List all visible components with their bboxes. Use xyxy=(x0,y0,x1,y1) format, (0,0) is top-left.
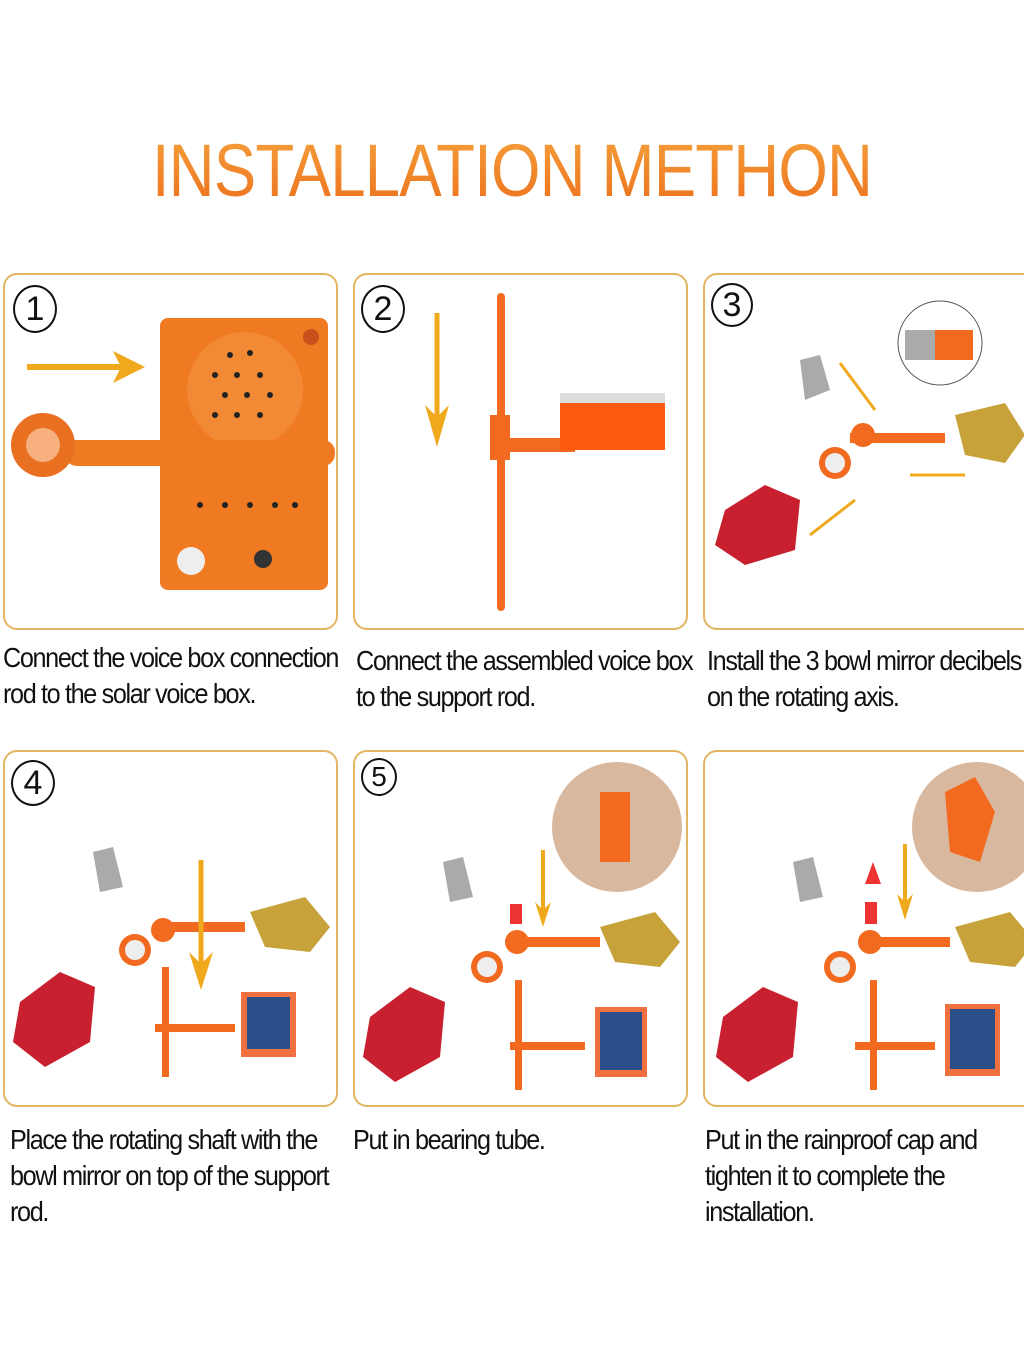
mirror-assembly-illustration xyxy=(715,300,1024,565)
step-number-badge: 1 xyxy=(13,285,57,333)
shaft-placement-illustration xyxy=(13,847,330,1077)
step-5-caption: Put in bearing tube. xyxy=(353,1122,546,1158)
page-title: INSTALLATION METHON xyxy=(72,128,953,213)
rainproof-cap-illustration xyxy=(716,762,1024,1090)
step-4-panel: 4 xyxy=(3,750,338,1107)
caption-line: Put in bearing tube. xyxy=(353,1124,546,1155)
step-5-panel: 5 xyxy=(353,750,688,1107)
caption-line: tighten it to complete the xyxy=(705,1160,946,1191)
step-1-caption: Connect the voice box connection rod to … xyxy=(3,640,339,712)
step-number-badge: 2 xyxy=(361,285,405,333)
step-number-badge: 5 xyxy=(361,758,397,796)
caption-line: bowl mirror on top of the support xyxy=(10,1160,330,1191)
step-6-caption: Put in the rainproof cap and tighten it … xyxy=(705,1122,978,1230)
step-number-badge: 3 xyxy=(711,283,753,327)
caption-line: rod. xyxy=(10,1196,49,1227)
caption-line: Place the rotating shaft with the xyxy=(10,1124,318,1155)
caption-line: Install the 3 bowl mirror decibels xyxy=(707,645,1022,676)
caption-line: on the rotating axis. xyxy=(707,681,900,712)
step-3-panel: 3 xyxy=(703,273,1024,630)
step-1-panel: 1 xyxy=(3,273,338,630)
step-2-caption: Connect the assembled voice box to the s… xyxy=(356,643,694,715)
support-rod-illustration xyxy=(425,293,665,611)
caption-line: Put in the rainproof cap and xyxy=(705,1124,978,1155)
bearing-tube-illustration xyxy=(363,762,682,1090)
step-6-panel xyxy=(703,750,1024,1107)
step-number-badge: 4 xyxy=(11,760,55,806)
caption-line: rod to the solar voice box. xyxy=(3,678,256,709)
step-4-caption: Place the rotating shaft with the bowl m… xyxy=(10,1122,330,1230)
caption-line: Connect the voice box connection xyxy=(3,642,339,673)
step-3-caption: Install the 3 bowl mirror decibels on th… xyxy=(707,643,1022,715)
caption-line: to the support rod. xyxy=(356,681,536,712)
step-2-panel: 2 xyxy=(353,273,688,630)
caption-line: Connect the assembled voice box xyxy=(356,645,694,676)
caption-line: installation. xyxy=(705,1196,815,1227)
voice-box-illustration xyxy=(11,318,335,590)
